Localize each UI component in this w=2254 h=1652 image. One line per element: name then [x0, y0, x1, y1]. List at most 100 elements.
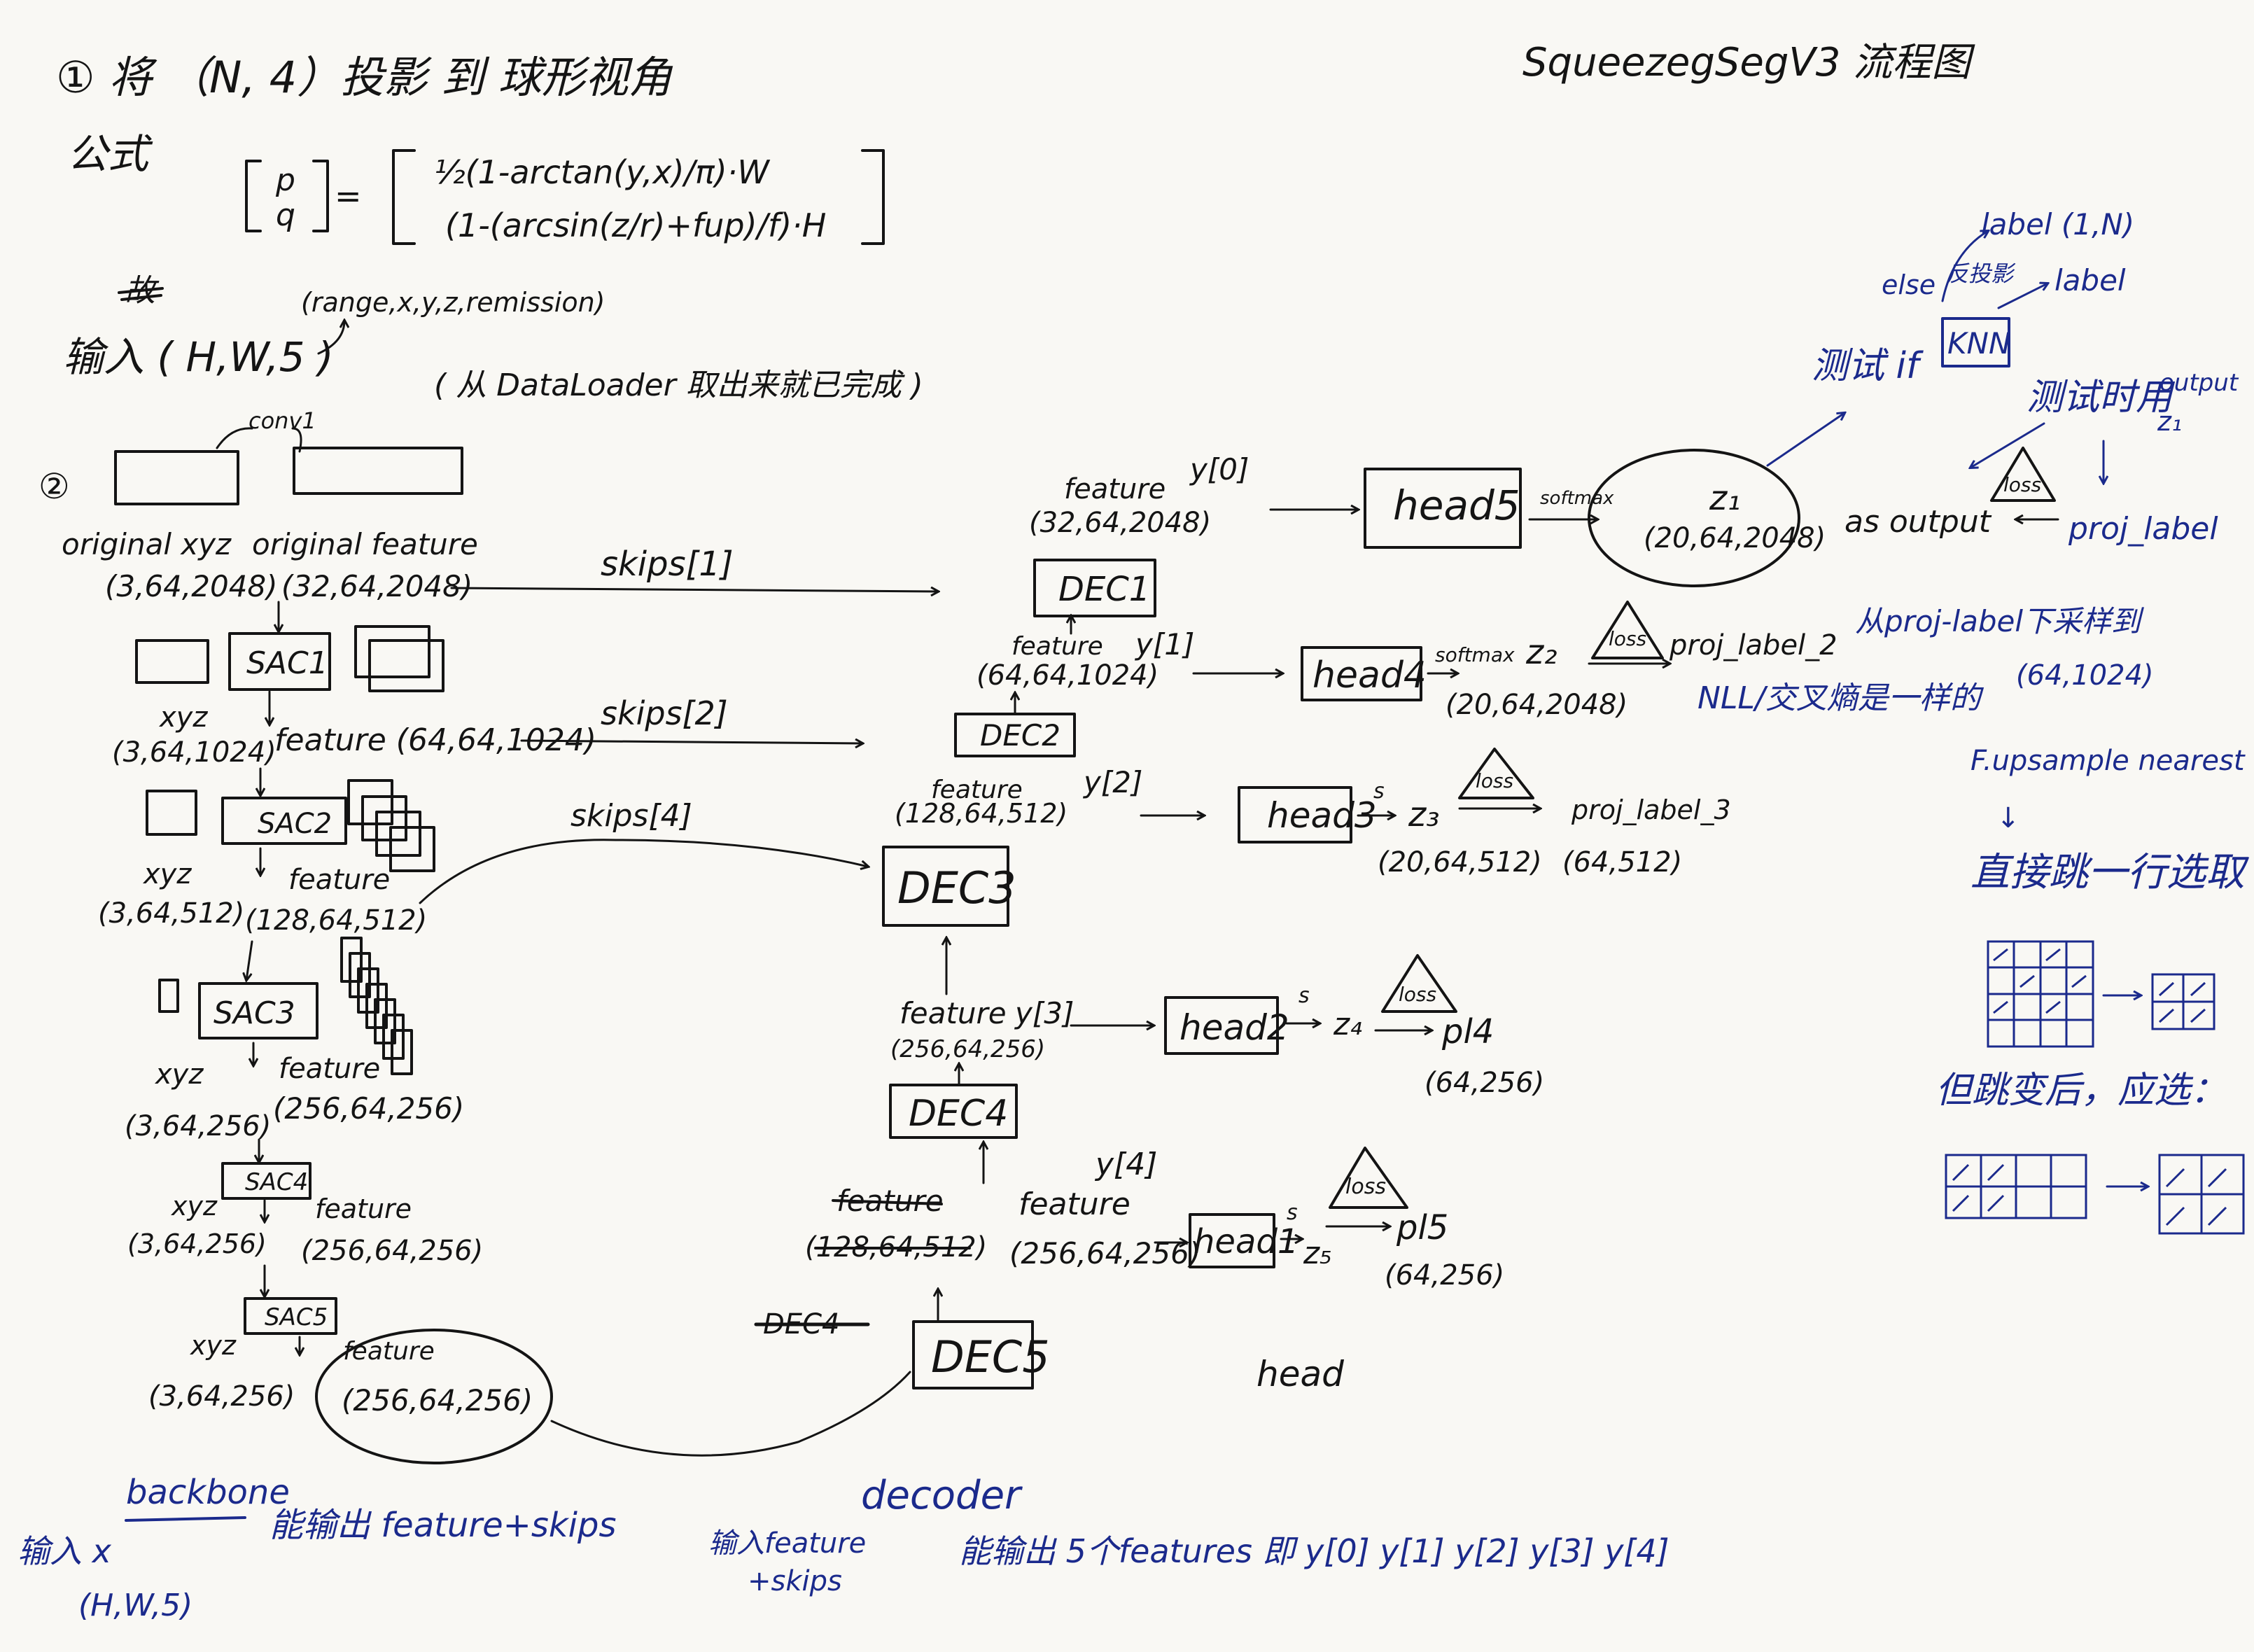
- head-caption: head: [1256, 1354, 1344, 1394]
- orig-feature-label: original feature: [252, 527, 478, 561]
- pl2-label: proj_label_2: [1669, 629, 1837, 662]
- test-if: 测试 if: [1812, 345, 1924, 387]
- label-1n-pointer: [1941, 231, 1988, 302]
- pl3-shape: (64,512): [1562, 846, 1682, 878]
- footer-input-x: 输入 x: [18, 1532, 112, 1570]
- input-label: 输入 ( H,W,5 ): [63, 333, 334, 381]
- sac2-box: [221, 797, 347, 845]
- y2-label: y[2]: [1082, 765, 1142, 799]
- xyz5-shape: (3,64,256): [148, 1380, 295, 1413]
- f4-struck-line: [832, 1199, 943, 1205]
- feat3-label: feature: [279, 1053, 380, 1085]
- f3-shape: (256,64,256): [890, 1035, 1045, 1063]
- head1-box: [1189, 1213, 1275, 1268]
- f4-shape: (256,64,256): [1009, 1236, 1200, 1270]
- loss-triangle-2: loss: [1591, 601, 1664, 659]
- y3-label: y[3]: [1014, 996, 1074, 1030]
- formula-row2: (1-(arcsin(z/r)+fup)/f)·H: [445, 206, 826, 244]
- formula-q: q: [276, 197, 295, 233]
- xyz2-label: xyz: [142, 858, 192, 890]
- sac3-box: [198, 982, 318, 1040]
- test-use: 测试时用: [2026, 377, 2176, 419]
- page-title: SqueezegSegV3 流程图: [1522, 40, 1975, 85]
- input-note: ( 从 DataLoader 取出来就已完成 ): [434, 368, 923, 403]
- footer-decoder-in: 输入feature: [708, 1527, 866, 1560]
- step1-heading: ① 将 （N, 4）投影 到 球形视角: [56, 52, 673, 103]
- test-to-loss-arrow: [1970, 422, 2045, 468]
- s-label-1: s: [1287, 1200, 1298, 1225]
- z3-label: z₃: [1408, 795, 1439, 834]
- knn-label: KNN: [1947, 326, 2010, 360]
- label-1n: label (1,N): [1981, 207, 2134, 241]
- f3-label: feature: [899, 996, 1007, 1030]
- orig-feature-shape: (32,64,2048): [281, 569, 472, 603]
- xyz4-label: xyz: [171, 1191, 218, 1222]
- dec1-label: DEC1: [1058, 570, 1150, 609]
- grid-2x2-hatched: [2151, 973, 2216, 1030]
- feat5-shape: (256,64,256): [342, 1383, 533, 1418]
- xyz3-label: xyz: [154, 1058, 204, 1091]
- orig-xyz-label: original xyz: [62, 527, 232, 561]
- xyz1-shape: (3,64,1024): [112, 736, 276, 769]
- knn-box: [1941, 317, 2010, 368]
- xyz1-block: [135, 639, 209, 684]
- z1-ellipse: [1588, 449, 1800, 587]
- head2-label: head2: [1180, 1007, 1289, 1048]
- question-note: 但跳变后，应选：: [1935, 1070, 2227, 1112]
- footer-backbone-out: 能输出 feature+skips: [270, 1506, 616, 1545]
- else-label: else: [1882, 270, 1935, 300]
- softmax-label-1: softmax: [1540, 488, 1614, 509]
- dec5-label: DEC5: [931, 1331, 1050, 1382]
- z5-label: z₅: [1303, 1236, 1332, 1271]
- grid-4x4-hatched: [1987, 940, 2094, 1048]
- loss-triangle-4: loss: [1381, 954, 1457, 1013]
- pl4-label: pl4: [1441, 1012, 1494, 1051]
- input-xyz-block: [114, 450, 239, 505]
- loss-label-2: loss: [1609, 627, 1646, 650]
- footer-input-shape: (H,W,5): [78, 1588, 192, 1623]
- feat2-label: feature: [288, 864, 390, 896]
- z1-label: z₁: [1709, 479, 1740, 518]
- lhs-bracket-right: [312, 160, 329, 232]
- rhs-bracket-left: [392, 149, 416, 245]
- sac3-label: SAC3: [214, 995, 295, 1031]
- xyz3-shape: (3,64,256): [125, 1110, 271, 1142]
- feat2-stack: [347, 779, 435, 872]
- upsample-label: F.upsample nearest: [1970, 745, 2246, 777]
- formula-p: p: [275, 162, 295, 198]
- xyz2-block: [146, 790, 197, 836]
- skip2-label: skips[2]: [601, 694, 728, 732]
- skip4-arrow: [419, 839, 868, 904]
- skip1-label: skips[1]: [601, 545, 734, 584]
- orig-xyz-shape: (3,64,2048): [105, 569, 278, 603]
- dec1-box: [1033, 559, 1156, 617]
- as-output: as output: [1844, 504, 1992, 540]
- footer-backbone: backbone: [126, 1473, 290, 1512]
- rhs-bracket-right: [861, 149, 885, 245]
- loss-label-3: loss: [1476, 769, 1513, 792]
- z1-right-label: z₁: [2157, 406, 2182, 437]
- direct-select: 直接跳一行选取: [1970, 850, 2250, 895]
- pl5-shape: (64,256): [1385, 1259, 1504, 1292]
- feat4-shape: (256,64,256): [301, 1235, 483, 1267]
- pl3-label: proj_label_3: [1571, 794, 1731, 825]
- input-feature-block: [293, 447, 463, 495]
- z1-shape: (20,64,2048): [1644, 522, 1826, 554]
- down-arrow: ↓: [1996, 802, 2020, 834]
- loss-label-4: loss: [1399, 983, 1436, 1006]
- sac2-label: SAC2: [258, 808, 332, 840]
- step2-marker: ②: [38, 466, 70, 507]
- y4-label: y[4]: [1094, 1147, 1157, 1182]
- loss-triangle-5: loss: [1329, 1147, 1408, 1209]
- footer-backbone-underline: [125, 1516, 246, 1522]
- f0-label: feature: [1064, 473, 1166, 505]
- sac4-box: [221, 1162, 312, 1200]
- downsample-shape: (64,1024): [2016, 659, 2154, 692]
- head5-label: head5: [1393, 482, 1520, 529]
- f0-shape: (32,64,2048): [1029, 507, 1211, 539]
- reproject-label: 反投影: [1946, 260, 2016, 287]
- sac4-label: SAC4: [245, 1168, 308, 1196]
- footer-decoder-out: 能输出 5个features 即 y[0] y[1] y[2] y[3] y[4…: [959, 1532, 1670, 1570]
- head4-label: head4: [1312, 654, 1427, 696]
